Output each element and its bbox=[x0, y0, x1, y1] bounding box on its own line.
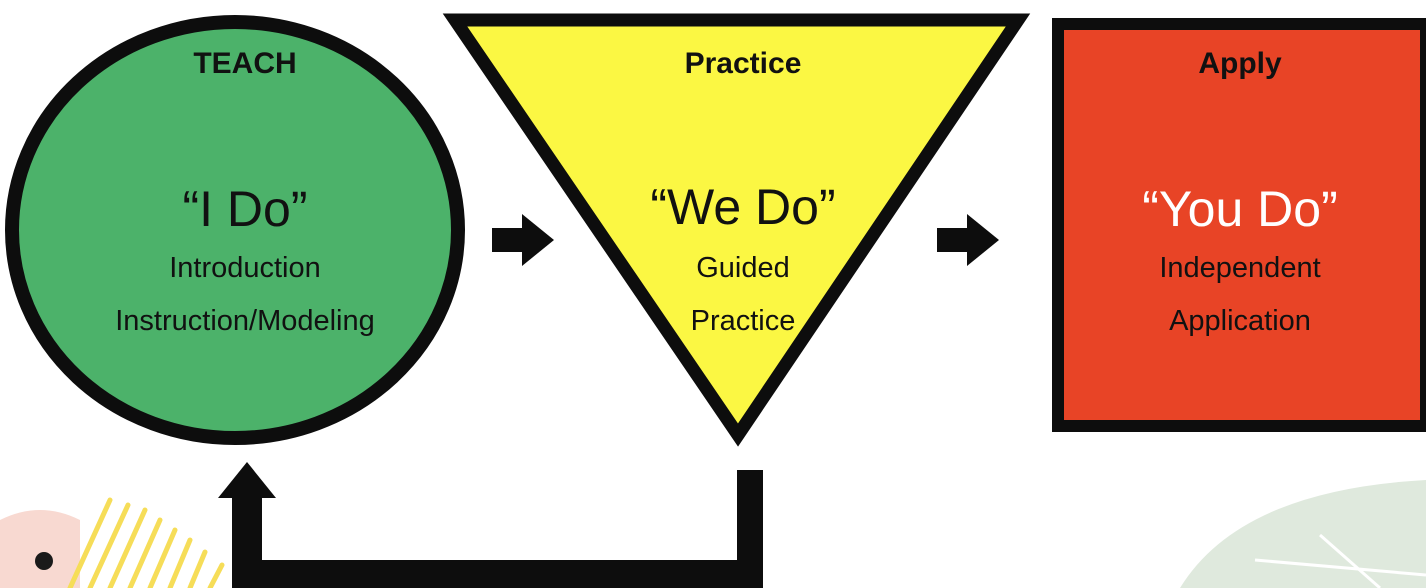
apply-line-2: Application bbox=[1169, 305, 1311, 337]
teach-line-1: Introduction bbox=[169, 252, 321, 284]
pink-leaf-decoration bbox=[0, 510, 80, 588]
apply-quote: “You Do” bbox=[1142, 181, 1338, 237]
practice-line-2: Practice bbox=[690, 305, 796, 337]
apply-line-1: Independent bbox=[1159, 252, 1321, 284]
practice-line-1: Guided bbox=[696, 252, 790, 284]
apply-heading: Apply bbox=[1198, 47, 1282, 80]
green-leaf-decoration bbox=[1180, 480, 1426, 588]
practice-quote: “We Do” bbox=[650, 179, 836, 235]
return-loop-arrow-icon bbox=[218, 462, 763, 588]
arrow-right-icon bbox=[492, 214, 554, 266]
practice-triangle bbox=[442, 13, 1031, 447]
dot-decoration bbox=[35, 552, 53, 570]
arrow-right-icon bbox=[937, 214, 999, 266]
teach-circle bbox=[5, 15, 465, 445]
teach-line-2: Instruction/Modeling bbox=[115, 305, 375, 337]
practice-heading: Practice bbox=[684, 47, 802, 80]
teach-quote: “I Do” bbox=[182, 181, 308, 237]
yellow-brush-decoration bbox=[67, 497, 225, 588]
apply-square bbox=[1052, 18, 1426, 432]
teach-heading: TEACH bbox=[193, 47, 297, 80]
